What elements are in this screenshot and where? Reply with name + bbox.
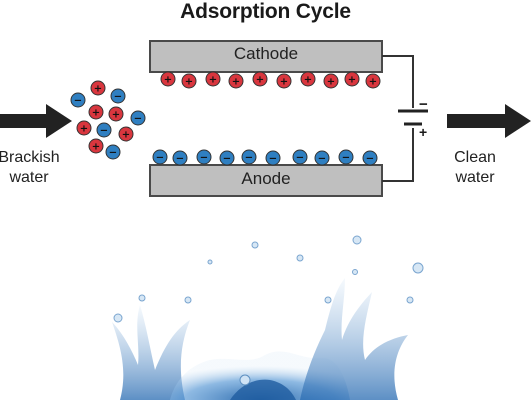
- free-ion-cluster: +−−++−+−++−: [70, 80, 146, 160]
- anode-ion-row: −−−−−−−−−−: [152, 149, 378, 166]
- positive-ion: +: [205, 71, 221, 87]
- water-splash-image: [112, 235, 424, 400]
- ion-sign: −: [245, 153, 253, 164]
- positive-ion: +: [90, 80, 106, 96]
- positive-ion: +: [181, 73, 197, 89]
- positive-ion: +: [252, 71, 268, 87]
- negative-ion: −: [110, 88, 126, 104]
- ion-sign: +: [122, 130, 130, 141]
- ion-sign: +: [304, 75, 312, 86]
- ion-sign: +: [185, 77, 193, 88]
- outlet-label: Clean water: [445, 148, 505, 188]
- ion-sign: +: [112, 110, 120, 121]
- positive-ion: +: [276, 73, 292, 89]
- cathode-plate: [149, 40, 383, 73]
- ion-sign: −: [176, 154, 184, 165]
- ion-sign: +: [256, 75, 264, 86]
- inlet-label-line1: Brackish: [0, 149, 60, 166]
- ion-sign: +: [92, 108, 100, 119]
- positive-ion: +: [88, 104, 104, 120]
- positive-ion: +: [323, 73, 339, 89]
- ion-sign: +: [94, 84, 102, 95]
- negative-ion: −: [172, 150, 188, 166]
- outlet-label-line1: Clean: [454, 149, 496, 166]
- negative-ion: −: [362, 150, 378, 166]
- anode-label: Anode: [241, 169, 291, 188]
- ion-sign: +: [348, 75, 356, 86]
- positive-ion: +: [344, 71, 360, 87]
- ion-sign: −: [342, 153, 350, 164]
- negative-ion: −: [241, 149, 257, 165]
- battery-positive-sign: +: [419, 124, 428, 140]
- positive-ion: +: [118, 126, 134, 142]
- diagram-title: Adsorption Cycle: [180, 0, 351, 23]
- battery-icon: [398, 109, 428, 126]
- inlet-arrow-icon: [0, 104, 72, 138]
- ion-sign: −: [74, 96, 82, 107]
- positive-ion: +: [228, 73, 244, 89]
- ion-sign: −: [156, 153, 164, 164]
- positive-ion: +: [76, 120, 92, 136]
- negative-ion: −: [314, 150, 330, 166]
- ion-sign: −: [366, 154, 374, 165]
- negative-ion: −: [338, 149, 354, 165]
- positive-ion: +: [160, 71, 176, 87]
- negative-ion: −: [219, 150, 235, 166]
- circuit-wire: [382, 55, 414, 182]
- anode-plate: [149, 164, 383, 197]
- ion-sign: −: [200, 153, 208, 164]
- negative-ion: −: [130, 110, 146, 126]
- ion-sign: −: [296, 153, 304, 164]
- cathode-label: Cathode: [233, 44, 299, 63]
- ion-sign: +: [92, 142, 100, 153]
- negative-ion: −: [96, 122, 112, 138]
- ion-sign: +: [232, 77, 240, 88]
- outlet-label-line2: water: [455, 169, 495, 186]
- ion-sign: +: [327, 77, 335, 88]
- positive-ion: +: [108, 106, 124, 122]
- positive-ion: +: [300, 71, 316, 87]
- ion-sign: −: [134, 114, 142, 125]
- inlet-label-line2: water: [9, 169, 49, 186]
- cathode-ion-row: + + + + + + + + + +: [160, 71, 381, 89]
- negative-ion: −: [265, 150, 281, 166]
- ion-sign: −: [318, 154, 326, 165]
- ion-sign: +: [209, 75, 217, 86]
- negative-ion: −: [70, 92, 86, 108]
- positive-ion: +: [365, 73, 381, 89]
- ion-sign: +: [280, 77, 288, 88]
- negative-ion: −: [196, 149, 212, 165]
- ion-sign: +: [80, 124, 88, 135]
- battery-negative-sign: −: [419, 96, 428, 113]
- ion-sign: −: [100, 126, 108, 137]
- negative-ion: −: [292, 149, 308, 165]
- outlet-arrow-icon: [447, 104, 531, 138]
- ion-sign: −: [223, 154, 231, 165]
- ion-sign: −: [114, 92, 122, 103]
- ion-sign: +: [369, 77, 377, 88]
- positive-ion: +: [88, 138, 104, 154]
- ion-sign: −: [109, 148, 117, 159]
- negative-ion: −: [152, 149, 168, 165]
- negative-ion: −: [105, 144, 121, 160]
- inlet-label: Brackish water: [0, 148, 64, 188]
- ion-sign: +: [164, 75, 172, 86]
- ion-sign: −: [269, 154, 277, 165]
